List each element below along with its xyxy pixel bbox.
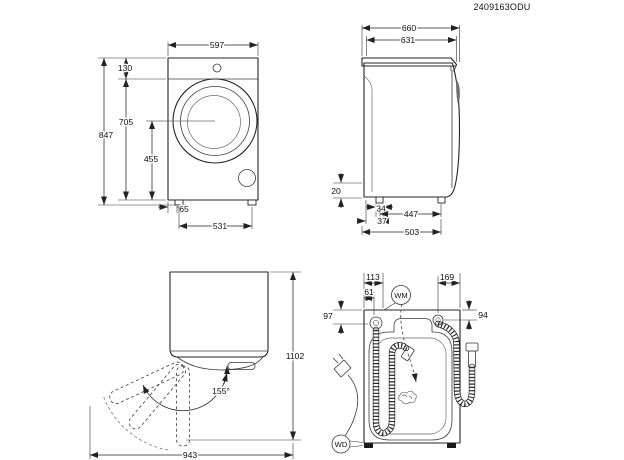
door-swing-view: 155° 1102 943 [89,271,306,460]
dim-front-feet-spacing: 531 [213,221,228,231]
drain-outlet-center [372,319,380,327]
dim-rear-drain-left: 113 [366,272,380,282]
rear-inner-panel [368,318,453,441]
wd-badge: WD [331,434,364,454]
rear-view: WM WD 113 61 169 97 [322,271,489,454]
dim-side-foot-width: 34 [376,204,386,214]
dim-side-body-depth: 631 [401,35,416,45]
dim-rear-inlet-top: 94 [478,310,488,320]
rear-right-foot [447,443,456,448]
dim-side-rear-foot-offset: 37 [377,216,387,226]
splash-icon [398,390,417,405]
rear-panel-line [363,75,373,192]
dim-front-width: 597 [210,40,225,50]
dim-front-foot-offset: 65 [179,204,189,214]
dim-front-total-height: 847 [99,130,114,140]
front-cabinet-outline [167,57,259,201]
inlet-valve-icon [432,314,444,326]
drain-outlet-icon [369,316,383,330]
dim-front-door-center-height: 455 [144,154,159,164]
worktop-front-lip [450,65,457,72]
wm-badge: WM [383,285,418,383]
rear-inner-panel-2 [374,337,447,435]
doc-number: 2409163ODU [473,2,530,12]
inlet-hose-icon [434,320,479,408]
dim-front-top-offset: 130 [118,63,133,73]
door-angle-label: 155° [212,386,230,396]
drain-hose-icon [372,326,415,437]
top-view-cabinet-outline [169,271,269,358]
dim-side-feet-total: 503 [405,227,420,237]
inlet-valve-center [435,317,441,323]
control-knob-icon [212,63,222,73]
dim-rear-inlet-right: 169 [440,272,455,282]
svg-text:WD: WD [335,440,348,449]
dim-side-feet-spacing: 447 [404,209,419,219]
power-cord-icon [344,374,359,437]
dim-rear-valve-left: 61 [364,287,374,297]
inlet-connector-body [468,350,476,368]
side-cabinet-outline [363,62,461,198]
inlet-connector-nut [465,342,479,352]
door-handle-recess-icon [456,80,460,103]
door-outline-dashed [102,361,190,451]
dim-door-open-width: 943 [183,450,198,460]
svg-text:WM: WM [394,291,408,300]
side-view: 660 631 20 34 447 37 503 [330,22,461,239]
side-worktop-outline [361,57,458,67]
dim-side-total-depth: 660 [402,23,417,33]
door-bulge-line [176,356,264,371]
drain-filter-icon [238,169,256,187]
front-right-foot [247,199,257,206]
rear-left-foot [364,443,373,448]
dim-front-body-height: 705 [119,117,134,127]
side-rear-foot [375,196,384,204]
power-plug-icon [332,353,352,378]
side-front-foot [437,196,446,204]
dim-door-open-depth: 1102 [286,351,305,361]
dim-side-base-clearance: 20 [331,186,341,196]
front-view: 597 130 847 705 455 65 531 [97,39,259,233]
dim-rear-drain-top: 97 [323,311,333,321]
